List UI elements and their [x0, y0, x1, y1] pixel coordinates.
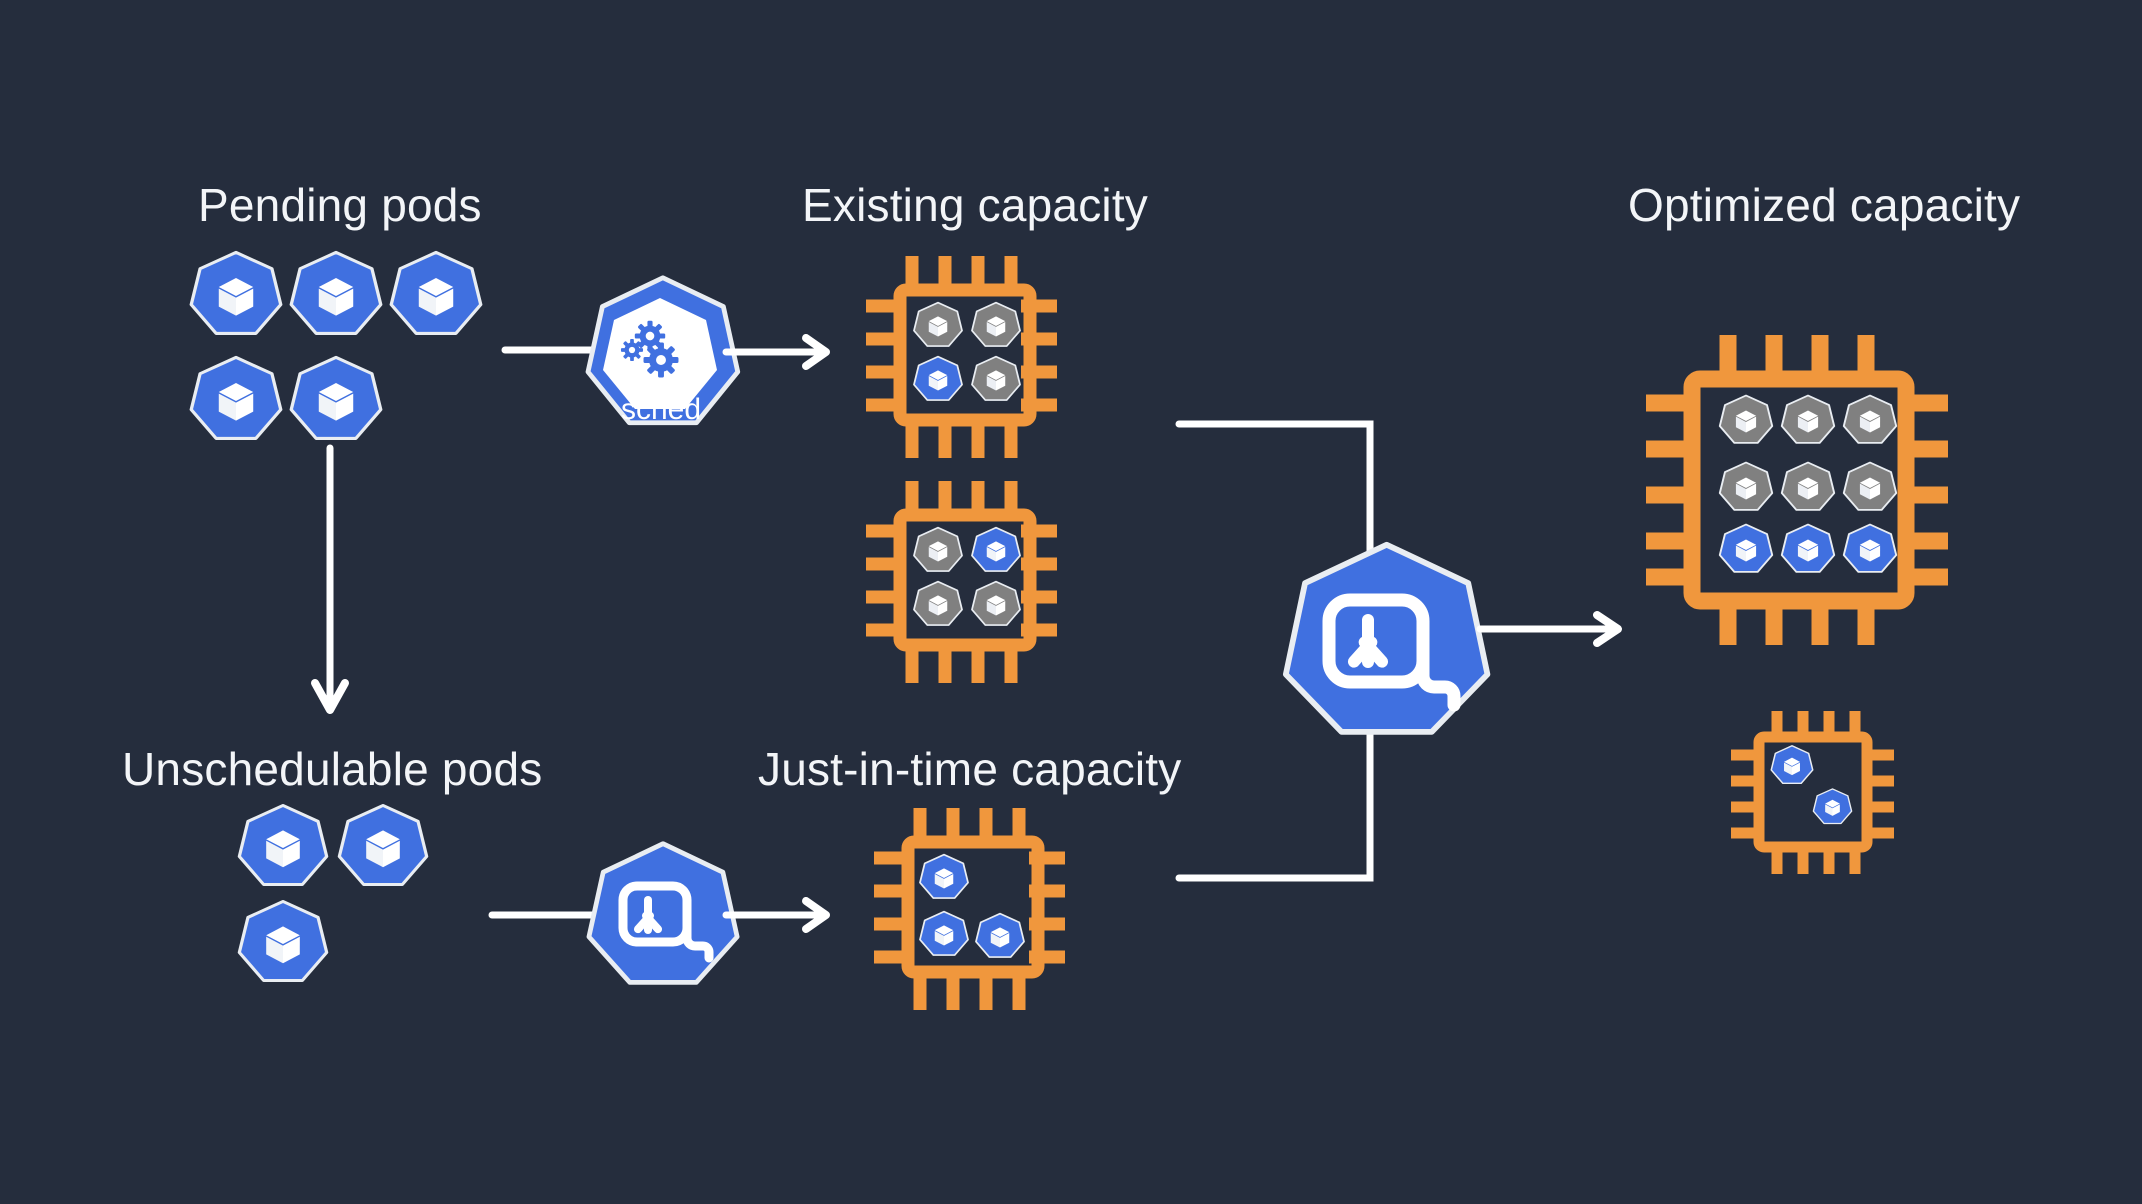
pod-icon	[1842, 523, 1898, 573]
chip-optimized-large[interactable]	[1636, 325, 1966, 655]
pod-icon	[913, 526, 963, 572]
pod-icon	[913, 355, 963, 401]
pod-icon	[289, 250, 383, 336]
pod-icon	[971, 301, 1021, 347]
pod-icon	[337, 803, 429, 887]
pod-icon	[237, 803, 329, 887]
pod-icon	[1842, 461, 1898, 511]
chip-body	[893, 283, 1037, 427]
label-existing-capacity: Existing capacity	[802, 179, 1148, 231]
pod-icon	[189, 250, 283, 336]
pod-icon	[289, 355, 383, 441]
pod-icon	[1718, 461, 1774, 511]
connector-jit-to-karpenter	[1175, 711, 1374, 882]
chip-jit[interactable]	[866, 800, 1086, 1018]
connector-karpenter-to-jit	[722, 897, 830, 933]
pod-icon	[1718, 394, 1774, 444]
pod-icon	[919, 853, 969, 899]
pod-icon	[1770, 745, 1814, 785]
connector-karpenter-to-optimized	[1476, 611, 1622, 647]
gears-icon	[620, 320, 679, 378]
chip-body	[901, 835, 1045, 979]
karpenter-k-icon	[618, 881, 714, 963]
pod-icon	[189, 355, 283, 441]
label-jit-capacity: Just-in-time capacity	[758, 743, 1182, 795]
karpenter-node-jit[interactable]	[586, 838, 740, 988]
chip-body	[893, 508, 1037, 652]
pod-icon	[913, 301, 963, 347]
label-optimized-capacity: Optimized capacity	[1628, 179, 2021, 231]
scheduler-caption: sched	[621, 393, 701, 426]
pod-icon	[971, 580, 1021, 626]
pod-icon	[971, 355, 1021, 401]
pod-icon	[1780, 394, 1836, 444]
pending-pods-group	[189, 250, 483, 441]
chip-existing-bottom[interactable]	[858, 473, 1078, 691]
karpenter-k-letter	[1347, 614, 1389, 668]
connector-scheduler-to-existing	[722, 334, 830, 370]
connector-existing-to-karpenter	[1175, 420, 1374, 614]
pod-icon	[919, 910, 969, 956]
chip-body	[1753, 731, 1873, 853]
label-pending-pods: Pending pods	[198, 179, 482, 231]
label-unschedulable-pods: Unschedulable pods	[122, 743, 543, 795]
chip-optimized-small[interactable]	[1725, 705, 1900, 880]
pod-icon	[1812, 788, 1853, 825]
pod-icon	[975, 912, 1025, 958]
karpenter-k-letter	[633, 896, 663, 934]
pod-icon	[971, 526, 1021, 572]
connector-pending-to-unschedulable	[311, 444, 349, 714]
unschedulable-pods-group	[237, 803, 429, 983]
pod-icon	[913, 580, 963, 626]
karpenter-k-icon	[1322, 593, 1461, 712]
pod-icon	[389, 250, 483, 336]
scheduler-node[interactable]: sched	[585, 272, 741, 432]
pod-icon	[1718, 523, 1774, 573]
chip-existing-top[interactable]	[858, 248, 1078, 466]
pod-icon	[1842, 394, 1898, 444]
pod-icon	[1780, 523, 1836, 573]
pod-icon	[237, 899, 329, 983]
heptagon-shape	[586, 841, 740, 985]
pod-icon	[1780, 461, 1836, 511]
chip-body	[1683, 370, 1915, 610]
karpenter-node-center[interactable]	[1282, 538, 1492, 743]
